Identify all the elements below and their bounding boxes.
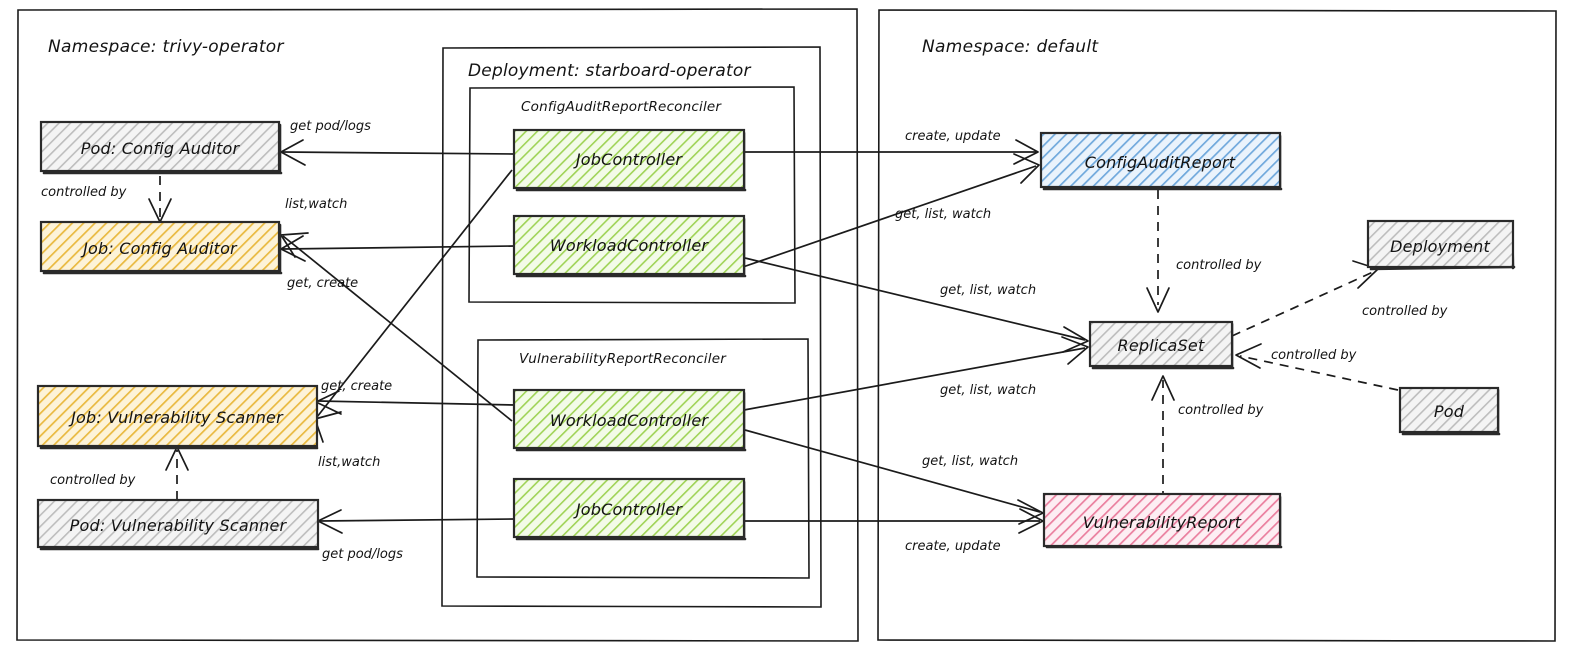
deployment-label: Deployment: starboard-operator (468, 61, 751, 81)
node-deployment-resource-label: Deployment (1390, 237, 1490, 256)
edge-controlled-by-pod (1235, 343, 1399, 391)
reconciler-vulnerability-report: VulnerabilityReportReconciler (476, 338, 810, 579)
node-job-vulnerability-scanner-label: Job: Vulnerability Scanner (68, 408, 284, 427)
label-get-create-config-auditor: get, create (287, 276, 358, 291)
edge-controlled-by-vr-replicaset (1151, 375, 1175, 500)
edge-get-list-watch-replicaset-bottom (743, 336, 1089, 411)
label-controlled-by-config-auditor: controlled by (41, 185, 127, 200)
node-vr-job-controller-label: JobController (573, 500, 684, 519)
edge-get-pod-logs-bottom (317, 509, 516, 534)
node-vr-job-controller[interactable]: JobController (512, 477, 747, 541)
node-job-config-auditor-label: Job: Config Auditor (80, 239, 238, 258)
node-vulnerability-report-label: VulnerabilityReport (1083, 513, 1242, 532)
node-config-audit-report[interactable]: ConfigAuditReport (1039, 131, 1283, 191)
node-deployment-resource[interactable]: Deployment (1366, 219, 1516, 271)
node-pod-vulnerability-scanner[interactable]: Pod: Vulnerability Scanner (36, 498, 320, 551)
label-get-list-watch-vulnerability-report: get, list, watch (922, 454, 1018, 469)
label-controlled-by-deployment: controlled by (1362, 304, 1448, 319)
deployment-starboard-operator: Deployment: starboard-operator (441, 46, 822, 608)
label-controlled-by-car-replicaset: controlled by (1176, 258, 1262, 273)
namespace-trivy-operator-label: Namespace: trivy-operator (48, 37, 285, 57)
edge-controlled-by-car-replicaset (1146, 190, 1170, 313)
edge-create-update-vulnerability-report (745, 508, 1044, 534)
label-controlled-by-pod: controlled by (1271, 348, 1357, 363)
edge-controlled-by-vuln-scanner (165, 446, 189, 500)
label-get-pod-logs-top: get pod/logs (290, 119, 371, 134)
reconciler-config-audit-report: ConfigAuditReportReconciler (468, 86, 796, 304)
label-list-watch-vuln-scanner: list,watch (318, 455, 380, 470)
label-create-update-config-audit-report: create, update (905, 129, 1001, 144)
node-pod-resource[interactable]: Pod (1398, 386, 1501, 436)
edge-controlled-by-config-auditor (148, 176, 172, 223)
node-car-workload-controller[interactable]: WorkloadController (512, 214, 747, 278)
label-get-pod-logs-bottom: get pod/logs (322, 547, 403, 562)
node-pod-config-auditor[interactable]: Pod: Config Auditor (39, 120, 283, 175)
node-vulnerability-report[interactable]: VulnerabilityReport (1042, 492, 1283, 549)
node-pod-config-auditor-label: Pod: Config Auditor (81, 139, 241, 158)
label-get-list-watch-replicaset-bottom: get, list, watch (940, 383, 1036, 398)
namespace-trivy-operator: Namespace: trivy-operator (16, 8, 859, 642)
label-get-create-vuln-scanner: get, create (321, 379, 392, 394)
edge-get-list-watch-vulnerability-report (744, 429, 1044, 525)
namespace-default: Namespace: default (877, 9, 1557, 642)
node-car-workload-controller-label: WorkloadController (550, 236, 710, 255)
label-get-list-watch-replicaset-top: get, list, watch (940, 283, 1036, 298)
label-controlled-by-vr-replicaset: controlled by (1178, 403, 1264, 418)
node-car-job-controller[interactable]: JobController (512, 128, 747, 192)
edge-get-list-watch-replicaset-top (744, 257, 1089, 353)
edge-get-create-config-auditor (280, 235, 516, 262)
edge-get-list-watch-config-audit-report (739, 153, 1040, 269)
node-job-config-auditor[interactable]: Job: Config Auditor (39, 220, 283, 275)
edge-get-create-vuln-scanner (315, 390, 516, 415)
edge-create-update-config-audit-report (745, 139, 1039, 165)
node-vr-workload-controller-label: WorkloadController (550, 411, 710, 430)
node-config-audit-report-label: ConfigAuditReport (1085, 153, 1236, 172)
edge-labels-layer: get pod/logs controlled by list,watch ge… (41, 119, 1448, 562)
node-car-job-controller-label: JobController (573, 150, 684, 169)
edge-get-pod-logs-top (280, 139, 516, 166)
node-replicaset[interactable]: ReplicaSet (1088, 320, 1235, 370)
node-replicaset-label: ReplicaSet (1118, 336, 1205, 355)
node-job-vulnerability-scanner[interactable]: Job: Vulnerability Scanner (36, 384, 319, 450)
label-create-update-vulnerability-report: create, update (905, 539, 1001, 554)
node-pod-resource-label: Pod (1434, 402, 1465, 421)
label-get-list-watch-config-audit-report: get, list, watch (895, 207, 991, 222)
node-vr-workload-controller[interactable]: WorkloadController (512, 388, 747, 452)
reconciler-config-audit-report-label: ConfigAuditReportReconciler (521, 99, 722, 115)
namespace-default-label: Namespace: default (922, 37, 1099, 57)
reconciler-vulnerability-report-label: VulnerabilityReportReconciler (519, 351, 727, 367)
label-list-watch-config-auditor: list,watch (285, 197, 347, 212)
label-controlled-by-vuln-scanner: controlled by (50, 473, 136, 488)
node-pod-vulnerability-scanner-label: Pod: Vulnerability Scanner (70, 516, 288, 535)
